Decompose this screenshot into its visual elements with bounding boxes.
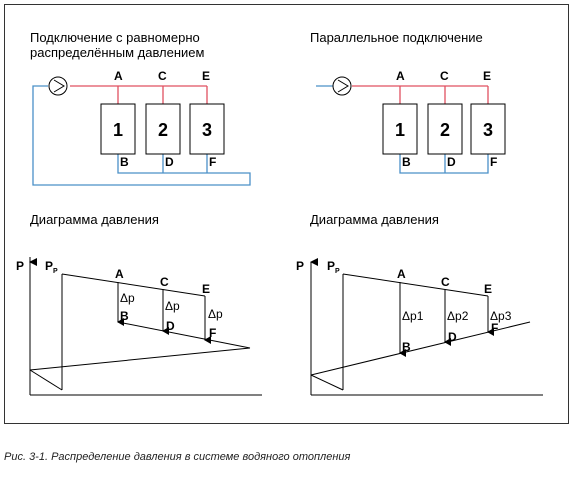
right-diag-f: F <box>491 321 498 335</box>
right-label-a: A <box>396 69 405 83</box>
figure-frame <box>4 4 569 424</box>
right-supply-pipe <box>352 85 489 104</box>
left-diag-c: C <box>160 275 169 289</box>
left-pump-icon <box>48 76 68 96</box>
right-p-label: P <box>296 259 304 273</box>
right-unit-3 <box>470 103 506 155</box>
left-unit-3-label: 3 <box>202 120 212 140</box>
right-label-d: D <box>447 155 456 169</box>
left-label-e: E <box>202 69 210 83</box>
left-label-d: D <box>165 155 174 169</box>
right-pressure-diagram: Диаграмма давления P PP A C E B D F Δp1 … <box>296 212 543 396</box>
left-dp-2: Δp <box>165 299 180 313</box>
left-unit-2-label: 2 <box>158 120 168 140</box>
left-pp-label: PP <box>45 259 58 275</box>
right-dp-3: Δp3 <box>490 309 512 323</box>
right-unit-2 <box>427 103 463 155</box>
left-label-c: C <box>158 69 167 83</box>
right-title: Параллельное подключение <box>310 30 483 45</box>
right-pressure-title: Диаграмма давления <box>310 212 439 227</box>
left-title-line2: распределённым давлением <box>30 45 205 60</box>
left-p-label: P <box>16 259 24 273</box>
left-diag-e: E <box>202 282 210 296</box>
left-diag-f: F <box>209 326 216 340</box>
right-dp-1: Δp1 <box>402 309 424 323</box>
left-unit-1-label: 1 <box>113 120 123 140</box>
left-label-a: A <box>114 69 123 83</box>
left-diag-d: D <box>166 319 175 333</box>
left-diag-a: A <box>115 267 124 281</box>
figure-caption: Рис. 3-1. Распределение давления в систе… <box>4 451 351 463</box>
right-label-c: C <box>440 69 449 83</box>
left-supply-line <box>61 273 206 297</box>
left-return-slope <box>29 347 251 371</box>
left-label-b: B <box>120 155 129 169</box>
right-schematic: Параллельное подключение 1 2 3 A C E B D… <box>310 30 506 174</box>
right-supply-line <box>342 273 489 297</box>
left-supply-pipe <box>70 85 208 104</box>
left-unit-2 <box>145 103 181 155</box>
right-diag-b: B <box>402 340 411 354</box>
left-unit-1 <box>100 103 136 155</box>
right-diag-a: A <box>397 267 406 281</box>
right-unit-2-label: 2 <box>440 120 450 140</box>
left-return-line <box>117 321 251 349</box>
left-dp-3: Δp <box>208 307 223 321</box>
right-diag-d: D <box>448 330 457 344</box>
left-return-pipe <box>32 85 251 186</box>
right-unit-3-label: 3 <box>483 120 493 140</box>
left-schematic: Подключение с равномерно распределённым … <box>30 30 251 186</box>
right-diag-c: C <box>441 275 450 289</box>
right-label-f: F <box>490 155 497 169</box>
left-label-f: F <box>209 155 216 169</box>
right-dp-2: Δp2 <box>447 309 469 323</box>
right-unit-1-label: 1 <box>395 120 405 140</box>
left-dp-1: Δp <box>120 291 135 305</box>
left-title-line1: Подключение с равномерно <box>30 30 200 45</box>
right-unit-1 <box>382 103 418 155</box>
right-diag-e: E <box>484 282 492 296</box>
right-pp-label: PP <box>327 259 340 275</box>
left-diag-b: B <box>120 309 129 323</box>
left-pressure-title: Диаграмма давления <box>30 212 159 227</box>
right-label-b: B <box>402 155 411 169</box>
left-pressure-diagram: Диаграмма давления P PP A C E B D F Δp Δ… <box>16 212 262 396</box>
right-return-pipe <box>399 154 489 174</box>
right-label-e: E <box>483 69 491 83</box>
right-pump-icon <box>332 76 352 96</box>
left-unit-3 <box>189 103 225 155</box>
